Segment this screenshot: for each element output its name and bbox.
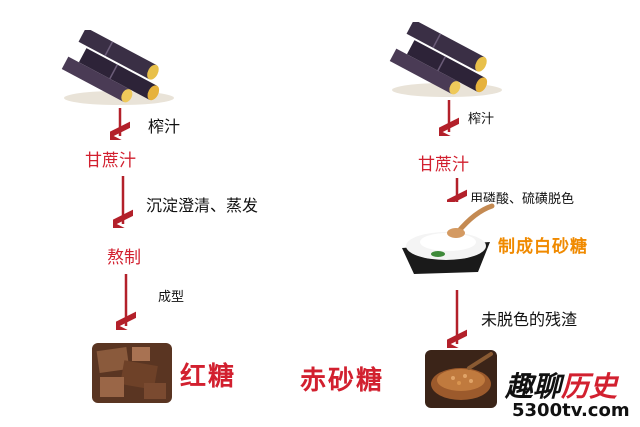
left-step-clarify: 沉淀澄清、蒸发 — [146, 196, 259, 215]
right-result-red-sugar: 赤砂糖 — [300, 366, 385, 396]
arrow-right-3 — [447, 290, 467, 348]
watermark-url: 5300tv.com — [512, 400, 630, 421]
sugarcane-image-left — [60, 30, 178, 105]
left-node-cane-juice: 甘蔗汁 — [85, 151, 136, 171]
arrow-right-2 — [447, 178, 467, 208]
brown-sugar-image — [92, 343, 172, 403]
right-step-decolorize: 用磷酸、硫磺脱色 — [470, 192, 575, 207]
white-sugar-image — [396, 202, 496, 280]
right-step-press: 榨汁 — [468, 112, 495, 127]
left-result-brown-sugar: 红糖 — [180, 362, 237, 392]
sugarcane-image-right — [388, 22, 506, 97]
watermark-title-part1: 趣聊 — [505, 370, 562, 403]
watermark-title: 趣聊历史 — [505, 365, 617, 405]
left-step-mold: 成型 — [158, 290, 185, 305]
red-sugar-image — [425, 350, 497, 408]
left-step-press: 榨汁 — [148, 117, 181, 136]
left-node-boil: 熬制 — [107, 248, 141, 268]
arrow-left-1 — [110, 108, 130, 140]
right-product-white-sugar: 制成白砂糖 — [498, 237, 588, 257]
right-step-residue: 未脱色的残渣 — [481, 310, 578, 329]
arrow-left-3 — [116, 274, 136, 330]
arrow-right-1 — [439, 100, 459, 136]
arrow-left-2 — [113, 176, 133, 228]
right-node-cane-juice: 甘蔗汁 — [418, 155, 469, 175]
watermark-title-part2: 历史 — [561, 370, 618, 403]
